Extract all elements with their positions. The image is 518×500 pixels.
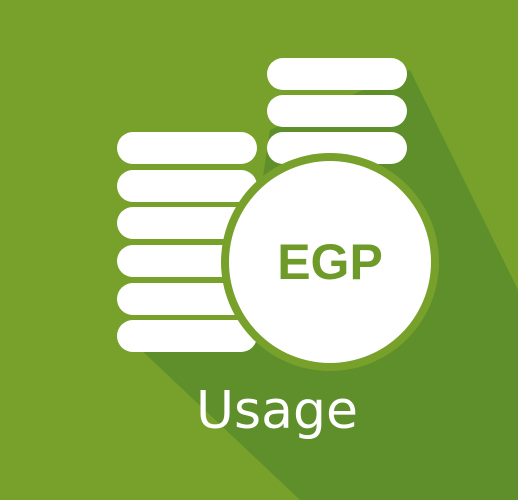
left-coin-stack (117, 132, 257, 352)
tile-label: Usage (196, 381, 358, 441)
coin-stack-icon (117, 58, 439, 371)
coin-bar (117, 207, 257, 239)
currency-code: EGP (277, 234, 383, 290)
coin-bar (267, 132, 407, 164)
coin-bar (117, 170, 257, 202)
big-coin (229, 161, 431, 363)
coin-bar (117, 320, 257, 352)
coin-bar (267, 95, 407, 127)
right-coin-stack (267, 58, 407, 164)
coin-bar (267, 58, 407, 90)
coin-bar (117, 132, 257, 164)
coin-bar (117, 283, 257, 315)
